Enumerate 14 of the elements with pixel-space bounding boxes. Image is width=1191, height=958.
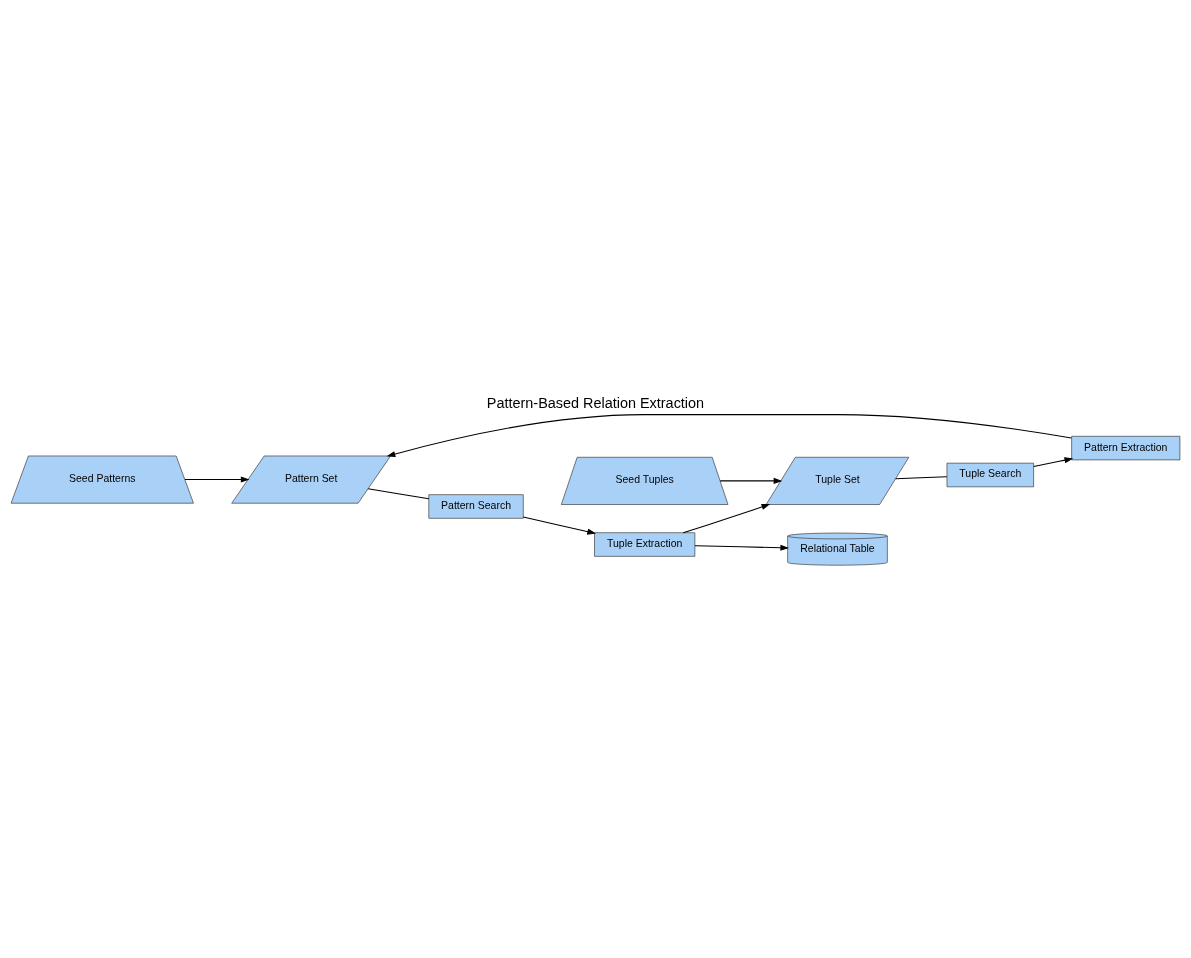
arrow [694,544,790,551]
node-box: Tuple Extraction [594,531,696,557]
arrow [522,516,596,535]
arrow [682,503,771,533]
connector [367,487,430,499]
node-box: Pattern Extraction [1071,435,1181,460]
arrow [184,476,250,483]
connector [895,475,948,479]
arrow [386,413,1072,457]
node-box: Tuple Search [946,462,1034,487]
node-box: Pattern Search [428,493,524,519]
arrow [1033,456,1074,467]
diagram-title: Pattern-Based Relation Extraction [486,394,705,411]
arrow [719,477,783,484]
